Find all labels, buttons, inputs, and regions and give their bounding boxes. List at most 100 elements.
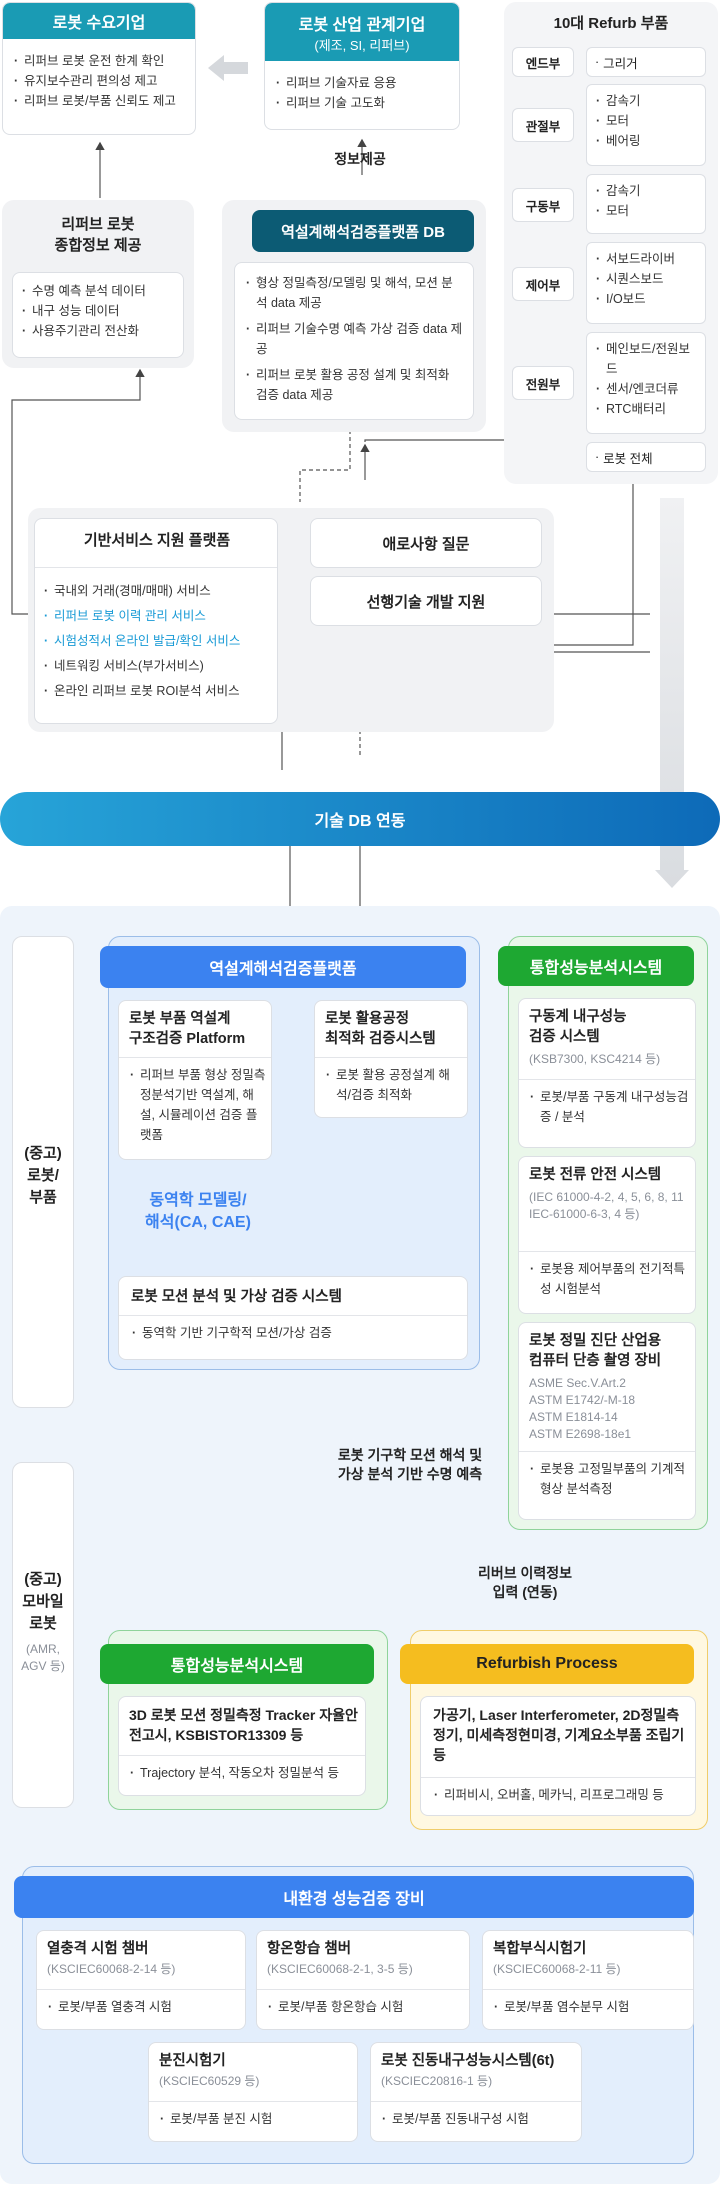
refurb-parts-title: 10대 Refurb 부품 bbox=[553, 15, 669, 32]
process-system-title: 로봇 활용공정 최적화 검증시스템 bbox=[325, 1011, 436, 1047]
list-item: 모터 bbox=[595, 201, 697, 221]
env-test-card-sub: (KSCIEC60068-2-14 등) bbox=[47, 1962, 176, 1976]
base-service-list: 국내외 거래(경매/매매) 서비스 리퍼브 로봇 이력 관리 서비스 시험성적서… bbox=[43, 579, 240, 704]
env-test-card-title: 로봇 진동내구성능시스템(6t) bbox=[381, 2053, 555, 2069]
refurb-info-title: 리퍼브 로봇 종합정보 제공 bbox=[54, 216, 142, 254]
info-provide-label: 정보제공 bbox=[334, 151, 386, 167]
integrated-card: 로봇 정밀 진단 산업용 컴퓨터 단층 촬영 장비 ASME Sec.V.Art… bbox=[518, 1322, 696, 1520]
refurb-group-items: 서보드라이버 시퀀스보드 I/O보드 bbox=[586, 242, 706, 324]
process-system-card: 로봇 활용공정 최적화 검증시스템 로봇 활용 공정설계 해석/검증 최적화 bbox=[314, 1000, 468, 1118]
refurb-group-label: 구동부 bbox=[512, 188, 574, 222]
industry-company-card: 로봇 산업 관계기업 (제조, SI, 리퍼브) 리퍼브 기술자료 응용 리퍼브… bbox=[264, 2, 460, 130]
refurbish-title: Refurbish Process bbox=[400, 1644, 694, 1684]
list-item: 리퍼브 기술 고도화 bbox=[275, 93, 396, 113]
list-item: 로봇/부품 항온항습 시험 bbox=[267, 1997, 403, 2017]
env-test-card: 로봇 진동내구성능시스템(6t) (KSCIEC20816-1 등) 로봇/부품… bbox=[370, 2042, 582, 2142]
reverse-platform-title: 역설계해석검증플랫폼 bbox=[100, 946, 466, 988]
list-item: 로봇용 고정밀부품의 기계적 형상 분석측정 bbox=[529, 1459, 691, 1499]
motion-system-title: 로봇 모션 분석 및 가상 검증 시스템 bbox=[131, 1289, 342, 1305]
env-test-title: 내환경 성능검증 장비 bbox=[14, 1876, 694, 1918]
list-item: Trajectory 분석, 작동오차 정밀분석 등 bbox=[129, 1763, 339, 1783]
list-item: 리퍼비시, 오버홀, 메카닉, 리프로그래밍 등 bbox=[433, 1785, 664, 1805]
list-item: 로봇 전체 bbox=[603, 451, 653, 466]
list-item: 로봇/부품 진동내구성 시험 bbox=[381, 2109, 529, 2129]
used-mobile-title: (중고) 모바일 로봇 bbox=[22, 1571, 64, 1632]
list-item: 온라인 리퍼브 로봇 ROI분석 서비스 bbox=[43, 679, 240, 704]
reverse-db-title: 역설계해석검증플랫폼 DB bbox=[252, 210, 474, 252]
used-mobile-box: (중고) 모바일 로봇 (AMR, AGV 등) bbox=[12, 1462, 74, 1808]
list-item: 메인보드/전원보드 bbox=[595, 339, 697, 379]
refurbish-card: 가공기, Laser Interferometer, 2D정밀측정기, 미세측정… bbox=[420, 1696, 696, 1816]
refurb-group-label: 관절부 bbox=[512, 108, 574, 142]
list-item: 유지보수관리 편의성 제고 bbox=[13, 71, 176, 91]
industry-company-header: 로봇 산업 관계기업 (제조, SI, 리퍼브) bbox=[265, 3, 459, 61]
list-item: RTC배터리 bbox=[595, 399, 697, 419]
list-item: 리퍼브 로봇 운전 한계 확인 bbox=[13, 51, 176, 71]
integrated-card-title: 로봇 정밀 진단 산업용 컴퓨터 단층 촬영 장비 bbox=[529, 1333, 662, 1369]
env-test-card-title: 항온항습 챔버 bbox=[267, 1941, 352, 1957]
env-test-card-sub: (KSCIEC20816-1 등) bbox=[381, 2074, 493, 2088]
list-item: 시퀀스보드 bbox=[595, 269, 697, 289]
list-item: 사용주기관리 전산화 bbox=[21, 321, 175, 341]
list-item: 로봇/부품 염수분무 시험 bbox=[493, 1997, 629, 2017]
integrated-right-title: 통합성능분석시스템 bbox=[498, 946, 694, 986]
list-item: 베어링 bbox=[595, 131, 697, 151]
list-item: 로봇 활용 공정설계 해석/검증 최적화 bbox=[325, 1065, 463, 1105]
motion-system-card: 로봇 모션 분석 및 가상 검증 시스템 동역학 기반 기구학적 모션/가상 검… bbox=[118, 1276, 468, 1360]
list-item: 네트워킹 서비스(부가서비스) bbox=[43, 654, 240, 679]
env-test-card-title: 복합부식시험기 bbox=[493, 1941, 587, 1957]
env-test-card: 분진시험기 (KSCIEC60529 등) 로봇/부품 분진 시험 bbox=[148, 2042, 358, 2142]
demand-company-title: 로봇 수요기업 bbox=[3, 3, 195, 39]
refurb-group-items: 감속기 모터 bbox=[586, 174, 706, 234]
list-item: 로봇/부품 열충격 시험 bbox=[47, 1997, 172, 2017]
list-item: I/O보드 bbox=[595, 289, 697, 309]
refurb-group-label: 엔드부 bbox=[512, 47, 574, 77]
list-item: 서보드라이버 bbox=[595, 249, 697, 269]
db-link-bar: 기술 DB 연동 bbox=[0, 792, 720, 846]
env-test-card-sub: (KSCIEC60068-2-1, 3-5 등) bbox=[267, 1962, 413, 1976]
refurb-group-items: 감속기 모터 베어링 bbox=[586, 84, 706, 166]
history-input-label: 리버브 이력정보 입력 (연동) bbox=[477, 1565, 573, 1600]
list-item: 리퍼브 부품 형상 정밀측정분석기반 역설계, 해설, 시뮬레이션 검증 플랫폼 bbox=[129, 1065, 267, 1145]
env-test-card: 열충격 시험 챔버 (KSCIEC60068-2-14 등) 로봇/부품 열충격… bbox=[36, 1930, 246, 2030]
list-item: 감속기 bbox=[595, 91, 697, 111]
demand-company-card: 로봇 수요기업 리퍼브 로봇 운전 한계 확인 유지보수관리 편의성 제고 리퍼… bbox=[2, 2, 196, 135]
list-item: 리퍼브 로봇 활용 공정 설계 및 최적화 검증 data 제공 bbox=[245, 365, 463, 405]
integrated-left-title: 통합성능분석시스템 bbox=[100, 1644, 374, 1684]
env-test-card-title: 분진시험기 bbox=[159, 2053, 226, 2069]
env-test-card: 복합부식시험기 (KSCIEC60068-2-11 등) 로봇/부품 염수분무 … bbox=[482, 1930, 694, 2030]
env-test-card-sub: (KSCIEC60068-2-11 등) bbox=[493, 1962, 621, 1976]
industry-company-list: 리퍼브 기술자료 응용 리퍼브 기술 고도화 bbox=[275, 73, 396, 113]
refurbish-card-title: 가공기, Laser Interferometer, 2D정밀측정기, 미세측정… bbox=[433, 1707, 685, 1763]
integrated-card-title: 로봇 전류 안전 시스템 bbox=[529, 1167, 662, 1183]
refurb-info-panel: 리퍼브 로봇 종합정보 제공 수명 예측 분석 데이터 내구 성능 데이터 사용… bbox=[2, 200, 194, 368]
reverse-db-card: 형상 정밀측정/모델링 및 해석, 모션 분석 data 제공 리퍼브 기술수명… bbox=[234, 262, 474, 420]
list-item: 리퍼브 기술수명 예측 가상 검증 data 제공 bbox=[245, 319, 463, 359]
list-item: 동역학 기반 기구학적 모션/가상 검증 bbox=[131, 1323, 332, 1343]
list-item: 로봇/부품 분진 시험 bbox=[159, 2109, 272, 2129]
used-robot-label: (중고) 로봇/ 부품 bbox=[24, 1145, 62, 1206]
list-item: 그리거 bbox=[603, 56, 638, 71]
industry-company-subtitle: (제조, SI, 리퍼브) bbox=[314, 37, 410, 53]
list-item: 센서/엔코더류 bbox=[595, 379, 697, 399]
list-item: 로봇/부품 구동계 내구성능검증 / 분석 bbox=[529, 1087, 691, 1127]
refurb-info-card: 수명 예측 분석 데이터 내구 성능 데이터 사용주기관리 전산화 bbox=[12, 272, 184, 358]
qa-button[interactable]: 애로사항 질문 bbox=[310, 518, 542, 568]
struct-platform-title: 로봇 부품 역설계 구조검증 Platform bbox=[129, 1011, 246, 1047]
integrated-card: 로봇 전류 안전 시스템 (IEC 61000-4-2, 4, 5, 6, 8,… bbox=[518, 1156, 696, 1314]
left-arrow-icon bbox=[208, 53, 248, 83]
integrated-card-sub: (IEC 61000-4-2, 4, 5, 6, 8, 11 IEC-61000… bbox=[529, 1190, 684, 1221]
integrated-card-sub: (KSB7300, KSC4214 등) bbox=[529, 1052, 661, 1066]
dynamics-label: 동역학 모델링/ 해석(CA, CAE) bbox=[145, 1192, 251, 1231]
list-item: 리퍼브 로봇/부품 신뢰도 제고 bbox=[13, 91, 176, 111]
refurb-group-items: 메인보드/전원보드 센서/엔코더류 RTC배터리 bbox=[586, 332, 706, 434]
refurb-group-items: ·그리거 bbox=[586, 47, 706, 77]
integrated-left-card-title: 3D 로봇 모션 정밀측정 Tracker 자율안전고시, KSBISTOR13… bbox=[129, 1707, 358, 1743]
tech-support-button[interactable]: 선행기술 개발 지원 bbox=[310, 576, 542, 626]
list-item-highlight: 리퍼브 로봇 이력 관리 서비스 bbox=[43, 604, 240, 629]
list-item: 형상 정밀측정/모델링 및 해석, 모션 분석 data 제공 bbox=[245, 273, 463, 313]
list-item: 내구 성능 데이터 bbox=[21, 301, 175, 321]
struct-platform-card: 로봇 부품 역설계 구조검증 Platform 리퍼브 부품 형상 정밀측정분석… bbox=[118, 1000, 272, 1160]
list-item: 리퍼브 기술자료 응용 bbox=[275, 73, 396, 93]
integrated-card-title: 구동계 내구성능 검증 시스템 bbox=[529, 1009, 627, 1045]
